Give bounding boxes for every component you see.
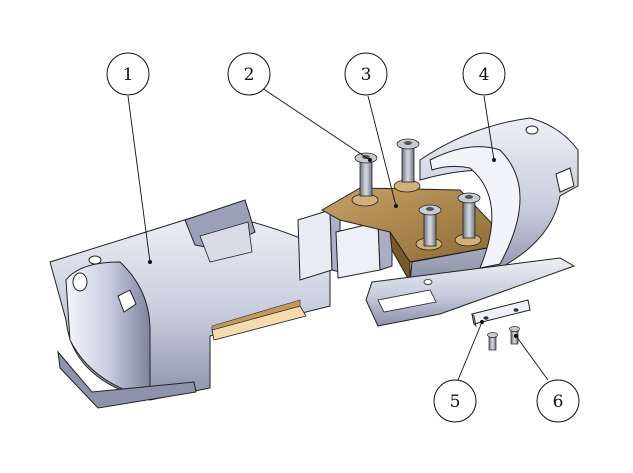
leader-line-2 <box>261 87 371 161</box>
leader-endpoints <box>148 158 518 338</box>
screw <box>354 152 378 197</box>
screw <box>396 138 420 183</box>
screw <box>487 332 498 351</box>
part-1-left-housing <box>49 199 341 409</box>
callout-5: 5 <box>433 379 477 423</box>
part-2-screws <box>354 138 481 247</box>
callout-6: 6 <box>536 379 580 423</box>
callout-label-6: 6 <box>553 392 564 412</box>
part-4-right-housing <box>365 117 579 327</box>
leader-line-6 <box>515 335 549 381</box>
callout-4: 4 <box>462 52 506 96</box>
callout-label-1: 1 <box>123 65 134 85</box>
leader-lines <box>127 87 549 381</box>
callout-label-2: 2 <box>244 65 255 85</box>
callout-label-5: 5 <box>450 392 461 412</box>
screw <box>457 192 481 239</box>
leader-line-5 <box>457 321 483 381</box>
callout-3: 3 <box>344 52 388 96</box>
callout-2: 2 <box>227 52 271 96</box>
callout-1: 1 <box>106 52 150 96</box>
screw <box>418 204 442 247</box>
part-6-small-screws <box>487 326 520 351</box>
leader-line-1 <box>127 95 151 263</box>
callout-label-3: 3 <box>361 65 372 85</box>
leader-line-3 <box>367 95 397 207</box>
leader-line-4 <box>483 95 495 161</box>
callout-label-4: 4 <box>479 65 490 85</box>
part-5-small-block <box>471 299 531 328</box>
part-1-wedge-block <box>335 221 393 279</box>
